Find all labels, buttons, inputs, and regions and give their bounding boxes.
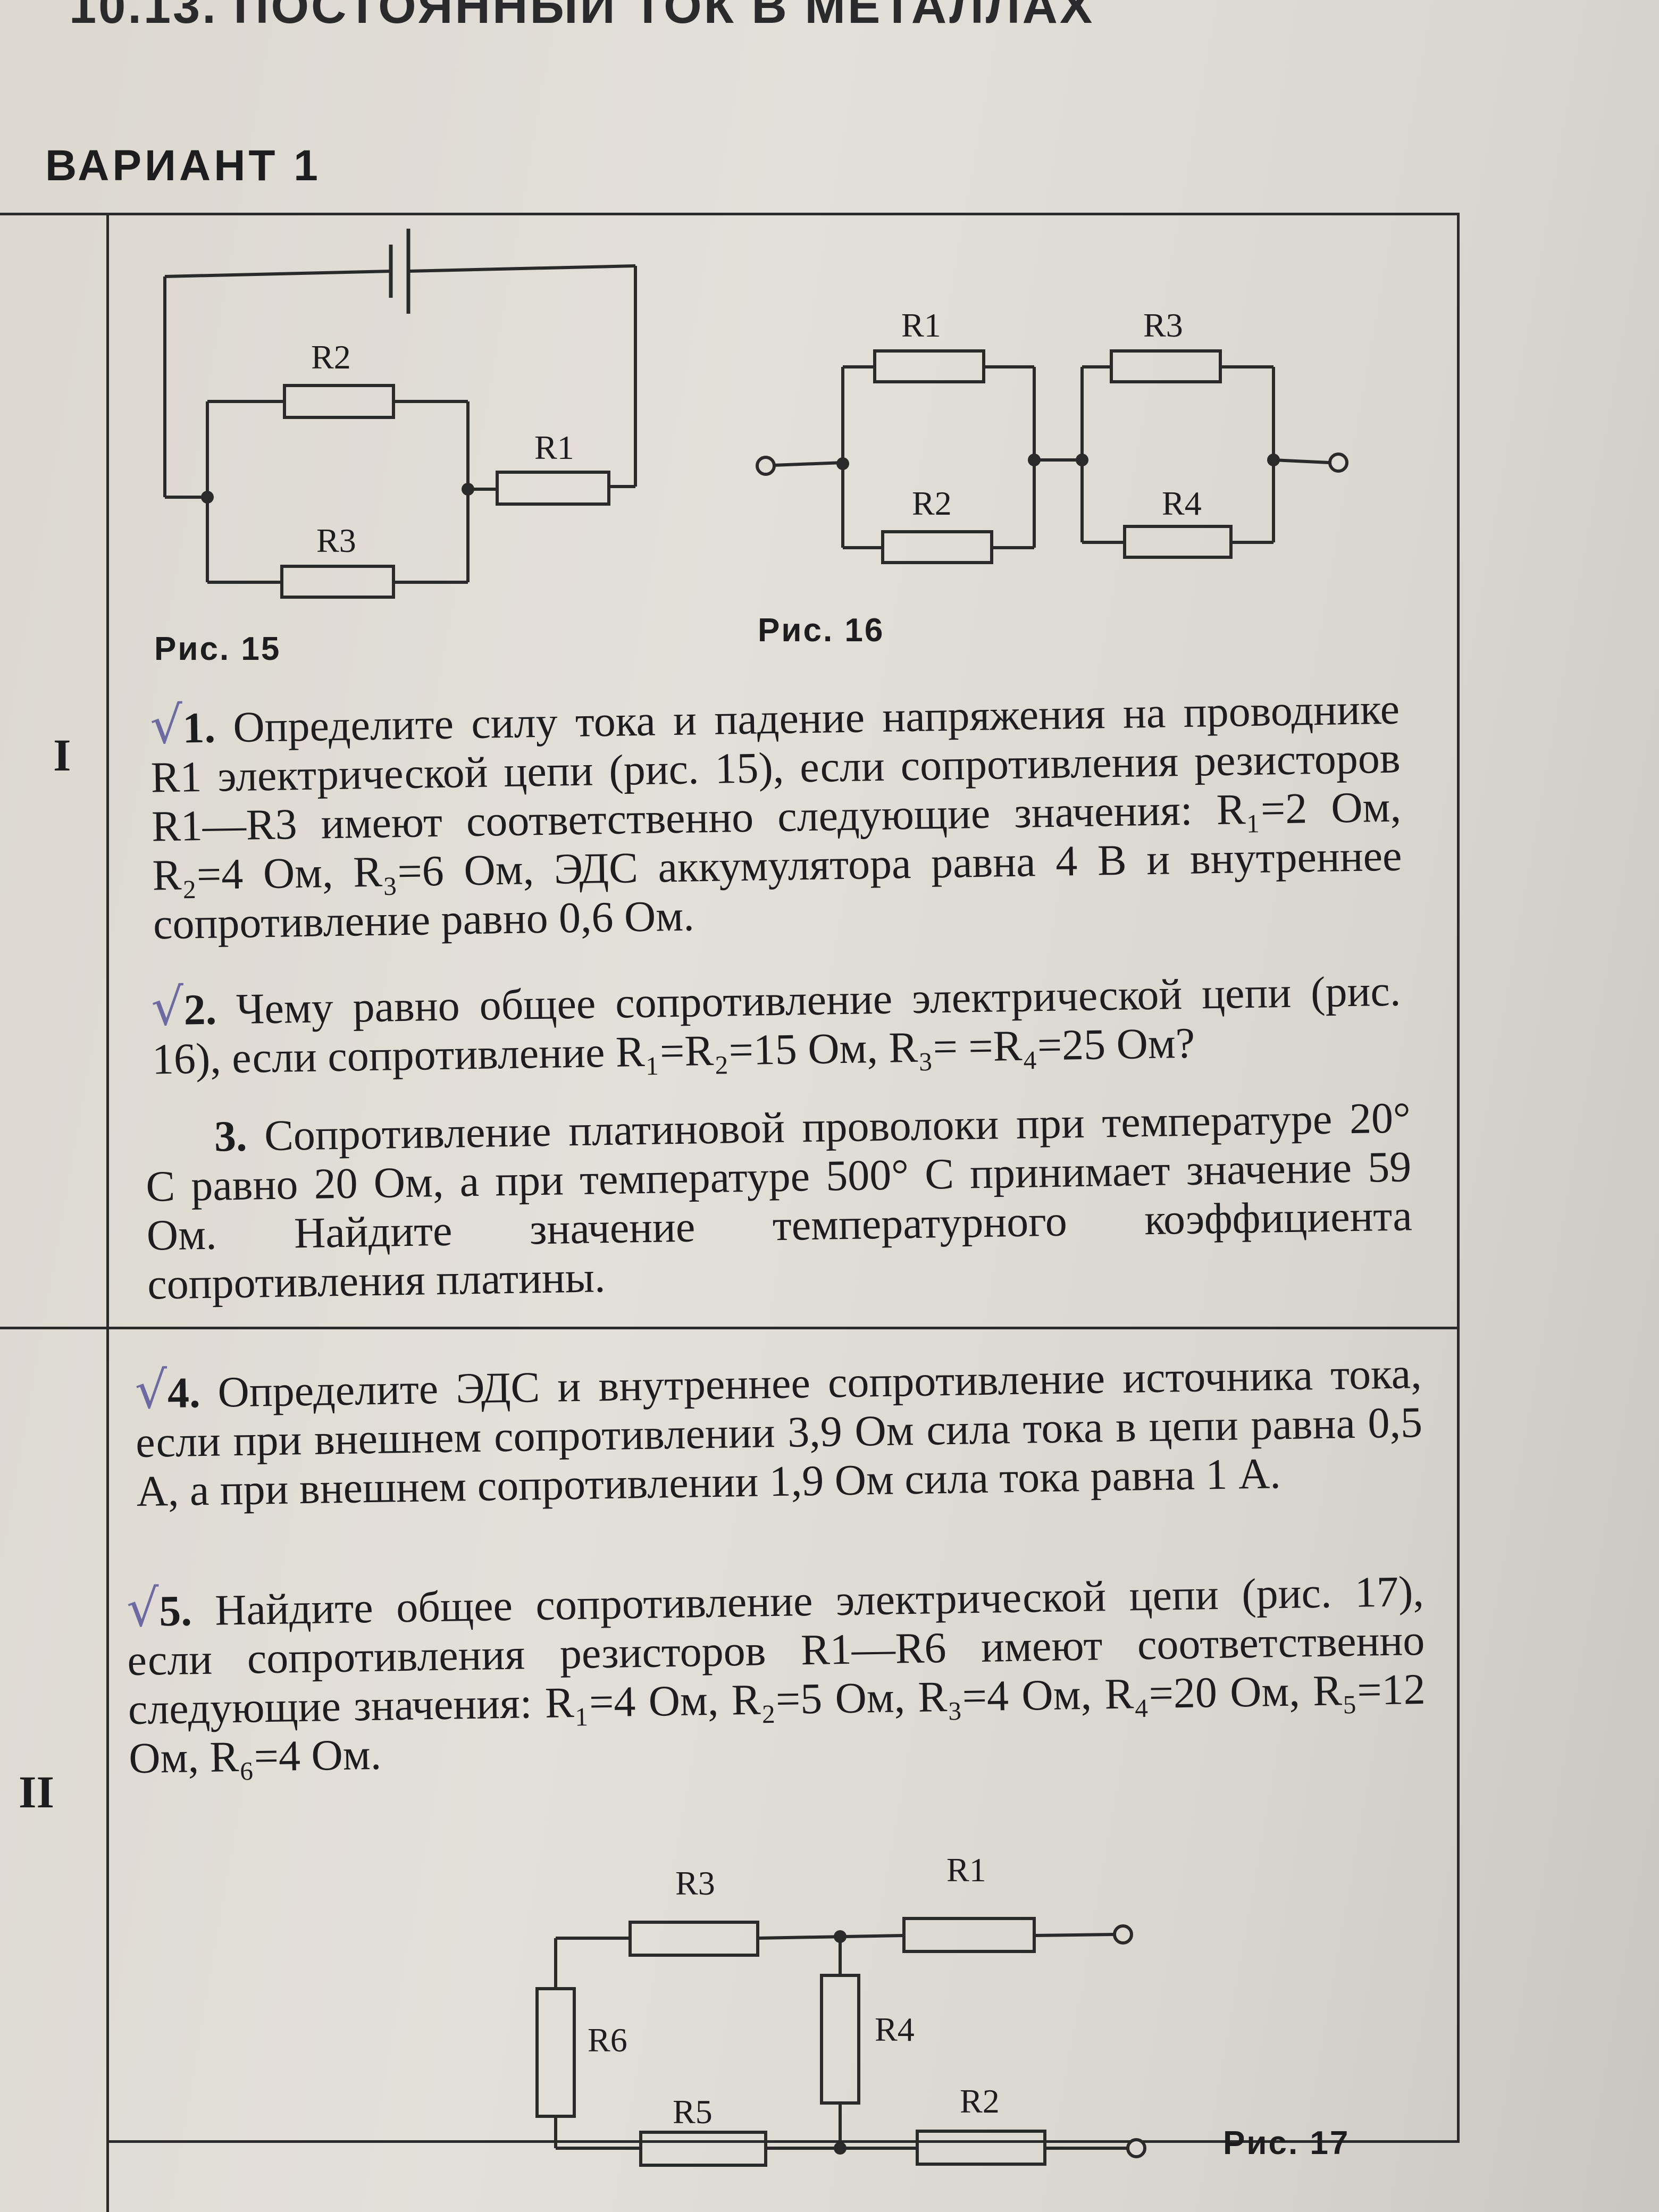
resistor-r6: [535, 1987, 576, 2118]
fig15-label-r1: R1: [534, 429, 574, 466]
resistor-r4: [1123, 525, 1233, 559]
fig17-label-r6: R6: [588, 2021, 627, 2059]
resistor-r5: [639, 2131, 767, 2167]
resistor-r2: [916, 2130, 1046, 2166]
section-title: 10.13. ПОСТОЯННЫЙ ТОК В МЕТАЛЛАХ: [69, 0, 1095, 33]
resistor-r3: [629, 1921, 759, 1957]
fig17-label-r4: R4: [875, 2010, 915, 2048]
level-divider: [0, 1327, 1457, 1329]
level-label-II: II: [19, 1766, 54, 1817]
table-outer-frame: [106, 213, 1460, 2143]
resistor-r1: [496, 471, 610, 506]
resistor-r1: [902, 1917, 1036, 1953]
variant-title: ВАРИАНТ 1: [45, 141, 321, 190]
table-left-border: [0, 213, 106, 2183]
resistor-r2: [881, 530, 993, 564]
resistor-r2: [283, 384, 395, 419]
fig15-label-r2: R2: [311, 338, 351, 376]
column-divider: [106, 213, 109, 2212]
fig16-label-r4: R4: [1162, 484, 1202, 522]
fig16-label-r3: R3: [1143, 306, 1183, 344]
fig16-label-r2: R2: [912, 484, 952, 522]
fig17-label-r3: R3: [675, 1864, 715, 1902]
fig16-label-r1: R1: [901, 306, 941, 344]
fig17-caption: Рис. 17: [1223, 2125, 1350, 2161]
fig17-label-r2: R2: [960, 2082, 1000, 2120]
fig16-caption: Рис. 16: [758, 612, 885, 649]
fig17-label-r5: R5: [673, 2093, 713, 2131]
fig15-caption: Рис. 15: [154, 631, 281, 667]
resistor-r1: [873, 349, 985, 383]
fig17-label-r1: R1: [946, 1851, 986, 1889]
resistor-r3: [1110, 349, 1222, 383]
fig15-label-r3: R3: [316, 522, 356, 559]
level-label-I: I: [53, 730, 71, 781]
resistor-r3: [280, 565, 395, 599]
resistor-r4: [820, 1974, 860, 2105]
